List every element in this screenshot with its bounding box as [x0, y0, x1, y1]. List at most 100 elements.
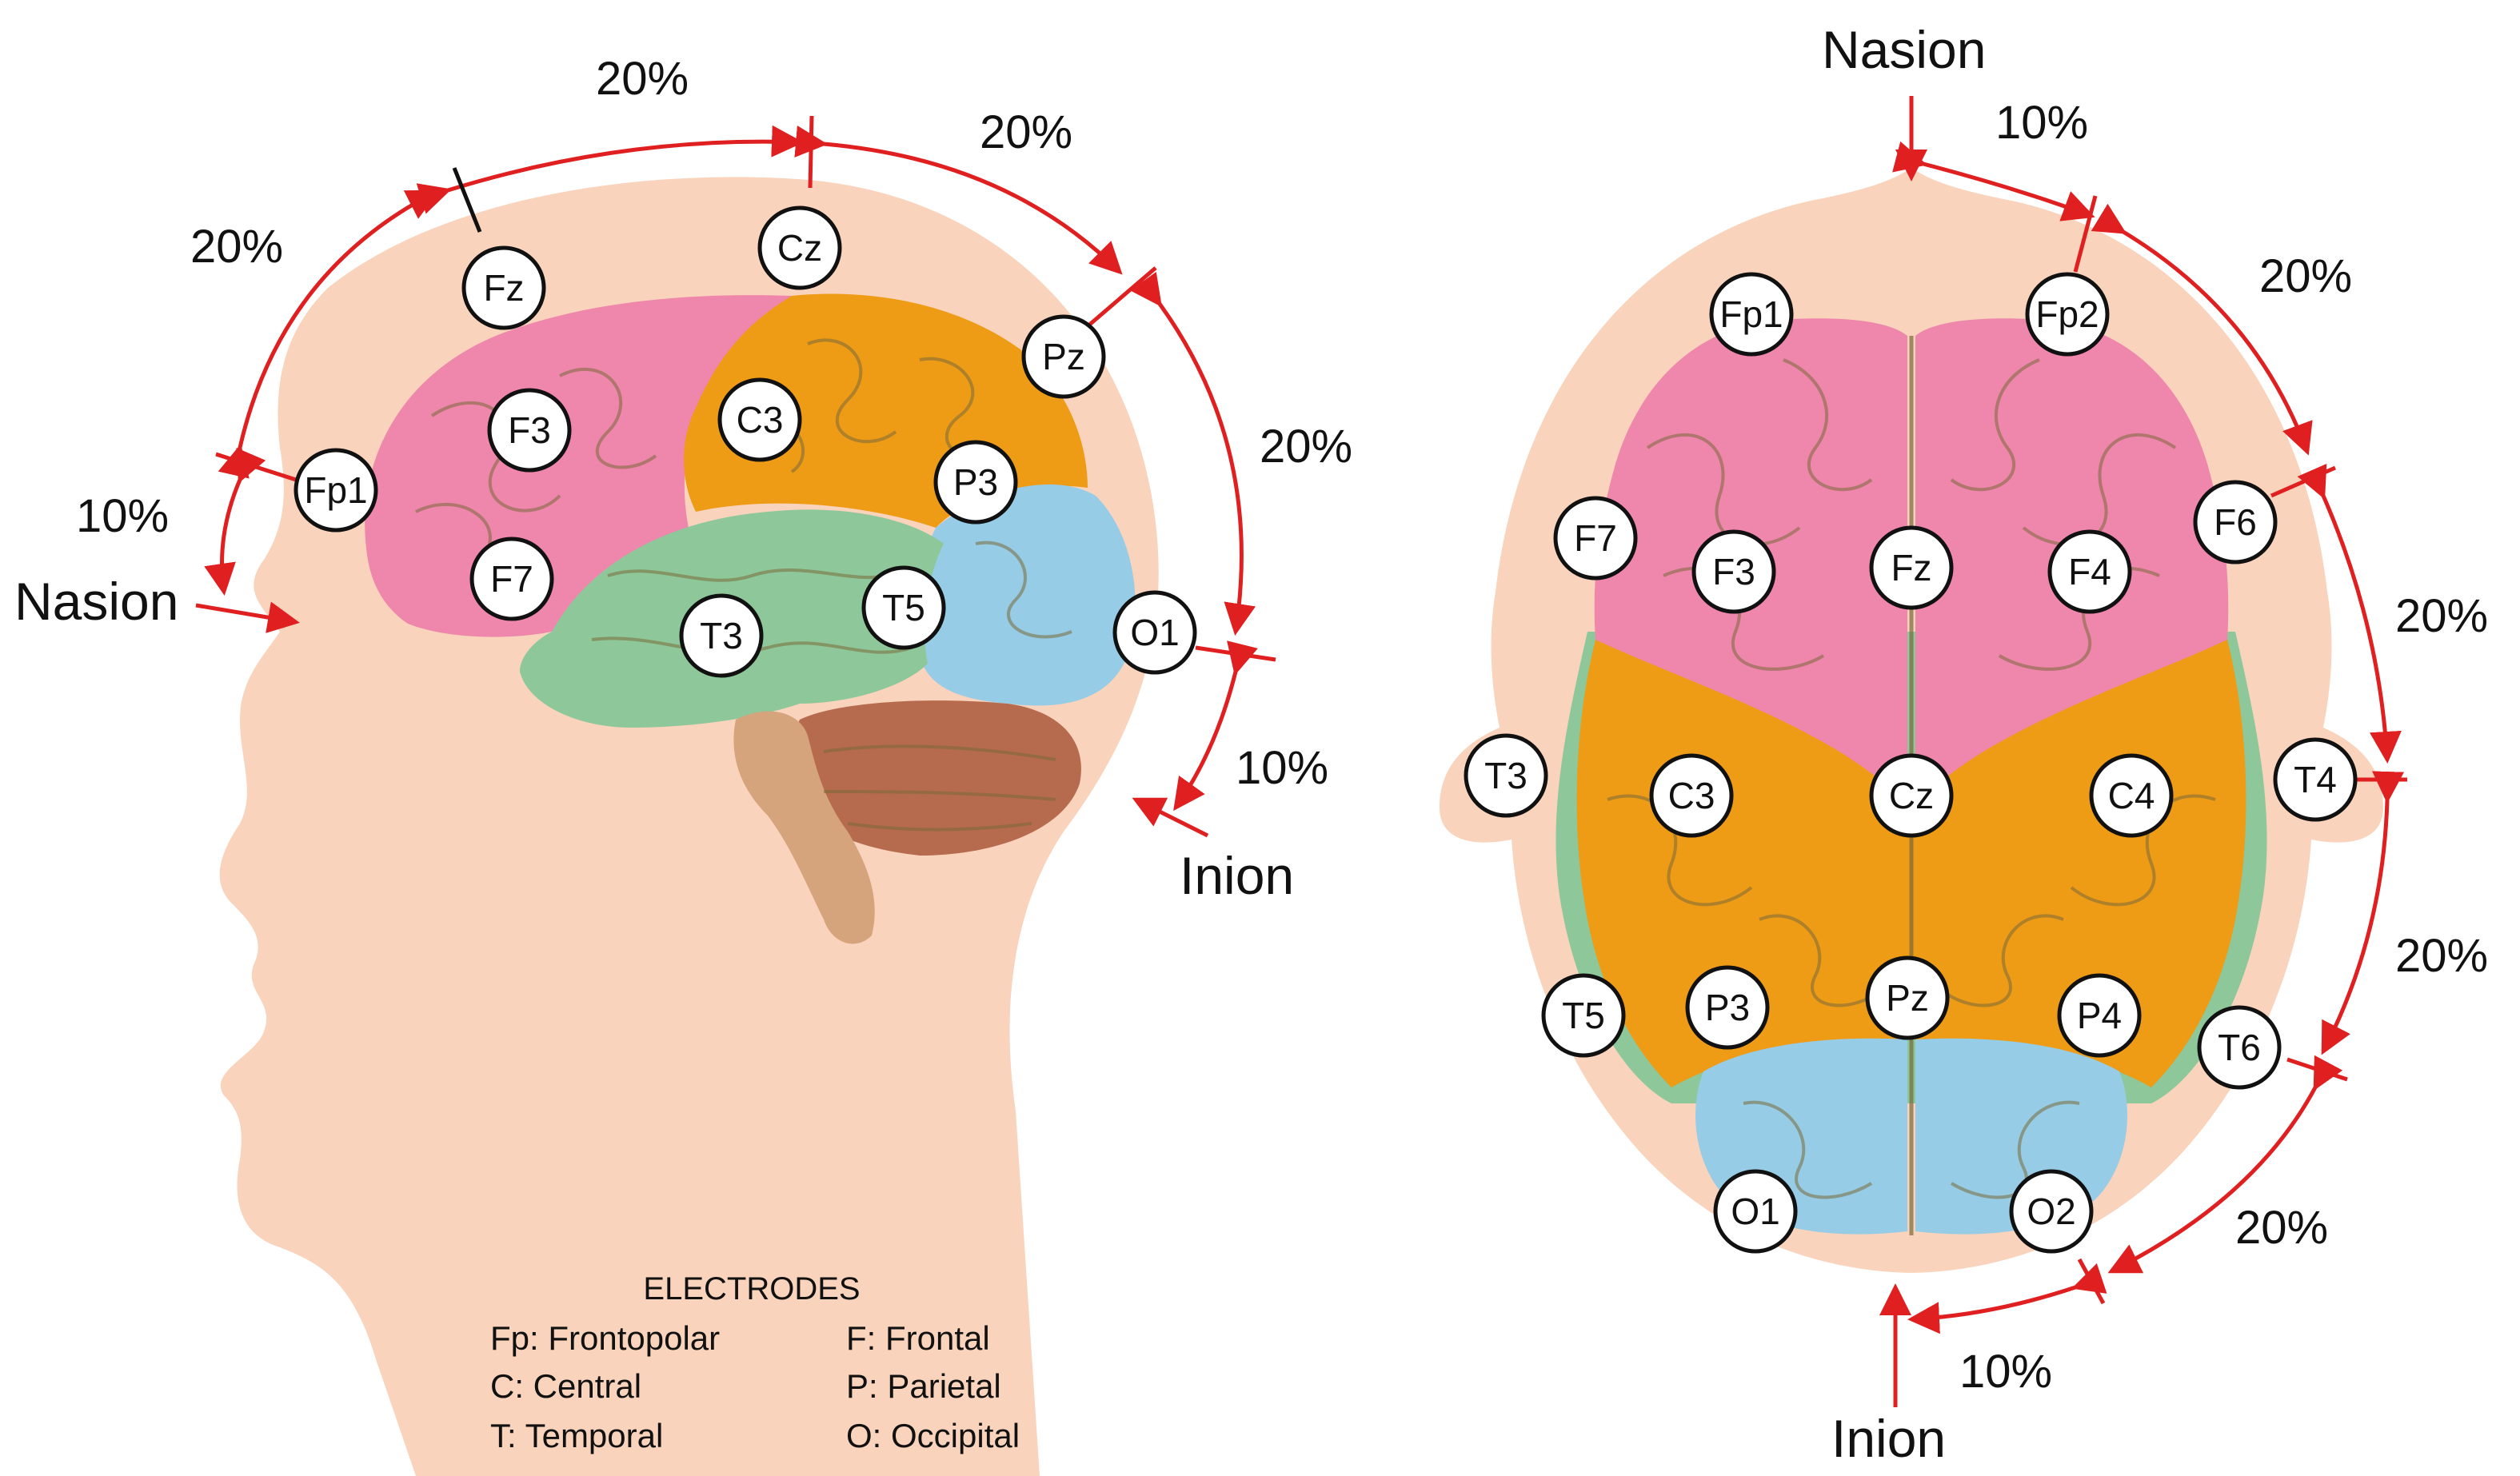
arc-fz-cz [416, 125, 804, 214]
top-electrode-o1: O1 [1713, 1169, 1798, 1254]
svg-text:O1: O1 [1130, 612, 1179, 653]
svg-text:F6: F6 [2214, 501, 2257, 543]
top-electrodes: Fp1 Fp2 F7 F3 Fz F4 F6 T3 C3 Cz C4 T4 T5… [1464, 272, 2358, 1254]
top-electrode-f6: F6 [2193, 480, 2278, 564]
top-electrode-f4: F4 [2047, 529, 2132, 614]
legend-item-f: F: Frontal [846, 1319, 990, 1357]
top-pct-f6-t4: 20% [2395, 590, 2488, 642]
svg-text:Fz: Fz [483, 267, 524, 309]
svg-text:Fp2: Fp2 [2035, 293, 2099, 335]
svg-text:T3: T3 [700, 615, 743, 656]
top-nasion-label: Nasion [1822, 20, 1986, 79]
top-inion-label: Inion [1831, 1409, 1946, 1468]
side-electrode-fz: Fz [461, 245, 546, 330]
pct-fz-cz: 20% [596, 53, 689, 105]
cerebellum [790, 700, 1081, 856]
top-pct-fp2-f6: 20% [2259, 250, 2352, 302]
brainstem [733, 711, 875, 944]
top-arc-t4-t6 [2321, 771, 2405, 1055]
side-electrodes: Fz Cz Pz Fp1 F3 C3 P3 F7 T3 T5 O1 [294, 205, 1197, 678]
top-electrode-t6: T6 [2197, 1005, 2282, 1090]
top-arc-t6-o2 [2107, 1055, 2343, 1274]
svg-text:T5: T5 [882, 587, 925, 628]
svg-text:O1: O1 [1731, 1191, 1779, 1232]
top-electrode-f3: F3 [1691, 529, 1776, 614]
side-inion-label: Inion [1180, 846, 1294, 905]
side-electrode-pz: Pz [1021, 314, 1106, 399]
svg-text:Fz: Fz [1891, 547, 1931, 588]
pct-o1-inion: 10% [1236, 742, 1328, 794]
top-arc-fp2-f6 [2091, 203, 2313, 456]
side-electrode-t3: T3 [679, 593, 764, 678]
svg-text:T6: T6 [2218, 1027, 2261, 1068]
svg-text:P3: P3 [1705, 987, 1750, 1028]
svg-text:Pz: Pz [1886, 977, 1929, 1019]
side-electrode-o1: O1 [1112, 590, 1197, 675]
top-electrode-t3: T3 [1464, 733, 1548, 818]
svg-text:C3: C3 [1668, 775, 1715, 816]
side-electrode-fp1: Fp1 [294, 448, 378, 533]
top-electrode-fp2: Fp2 [2025, 272, 2110, 357]
svg-text:T4: T4 [2294, 759, 2337, 800]
side-electrode-f7: F7 [469, 537, 554, 621]
side-measurement-arrows [195, 115, 1276, 838]
pct-fp1-fz: 20% [190, 221, 283, 273]
top-arc-f6-t4 [2297, 463, 2402, 764]
nasion-pointer [195, 601, 300, 633]
svg-text:F4: F4 [2068, 551, 2111, 592]
svg-text:P3: P3 [953, 461, 998, 503]
top-electrode-t4: T4 [2273, 737, 2358, 822]
top-electrode-f7: F7 [1553, 496, 1638, 580]
top-electrode-c3: C3 [1649, 753, 1734, 838]
arc-o1-inion [1173, 640, 1258, 812]
svg-text:Cz: Cz [1889, 775, 1934, 816]
svg-text:Pz: Pz [1042, 336, 1085, 377]
svg-text:F3: F3 [508, 409, 551, 451]
svg-text:F3: F3 [1712, 551, 1755, 592]
svg-text:C4: C4 [2108, 775, 2155, 816]
top-arc-o2-inion [1907, 1263, 2107, 1334]
legend-item-t: T: Temporal [490, 1417, 663, 1454]
side-electrode-p3: P3 [933, 440, 1018, 525]
arc-nasion-fp1 [204, 447, 266, 596]
top-view: 10% 20% 20% 20% 20% 10% Nasion Inion Fp1… [1440, 20, 2488, 1468]
pct-nasion-fp1: 10% [76, 490, 169, 542]
pct-pz-o1: 20% [1260, 421, 1352, 473]
side-electrode-f3: F3 [487, 388, 572, 473]
svg-text:F7: F7 [490, 558, 533, 600]
top-pct-t6-o2: 20% [2235, 1202, 2328, 1254]
side-nasion-label: Nasion [14, 572, 178, 631]
top-electrode-p4: P4 [2057, 973, 2142, 1058]
legend-title: ELECTRODES [643, 1271, 860, 1306]
arc-cz-pz [794, 126, 1123, 275]
svg-text:Fp1: Fp1 [304, 469, 367, 511]
side-electrode-t5: T5 [861, 565, 946, 650]
pct-cz-pz: 20% [980, 106, 1072, 158]
side-electrode-c3: C3 [717, 377, 802, 462]
svg-text:O2: O2 [2027, 1191, 2075, 1232]
arc-fp1-fz [218, 189, 440, 479]
top-measurement-arrows [1879, 96, 2407, 1407]
top-electrode-pz: Pz [1865, 955, 1950, 1040]
svg-text:Cz: Cz [777, 227, 822, 269]
top-electrode-o2: O2 [2009, 1169, 2094, 1254]
legend-item-c: C: Central [490, 1367, 641, 1405]
arc-pz-o1 [1130, 271, 1256, 636]
side-view: 20% 20% 20% 10% 20% 10% Nasion Inion Fz … [14, 53, 1352, 1476]
svg-text:T5: T5 [1562, 995, 1605, 1036]
top-arc-nasion-fp2 [1892, 141, 2095, 221]
occipital-lobe [917, 484, 1136, 706]
legend-item-p: P: Parietal [846, 1367, 1001, 1405]
top-pct-nasion-fp2: 10% [1995, 97, 2088, 149]
top-pct-t4-t6: 20% [2395, 930, 2488, 982]
svg-text:P4: P4 [2077, 995, 2122, 1036]
top-electrode-c4: C4 [2089, 753, 2174, 838]
legend-item-fp: Fp: Frontopolar [490, 1319, 720, 1357]
inion-pointer [1132, 797, 1209, 838]
svg-text:C3: C3 [737, 399, 784, 441]
top-electrode-fz: Fz [1869, 525, 1954, 610]
top-pct-o2-inion: 10% [1959, 1346, 2052, 1398]
top-electrode-cz: Cz [1869, 753, 1954, 838]
svg-text:Fp1: Fp1 [1719, 293, 1783, 335]
